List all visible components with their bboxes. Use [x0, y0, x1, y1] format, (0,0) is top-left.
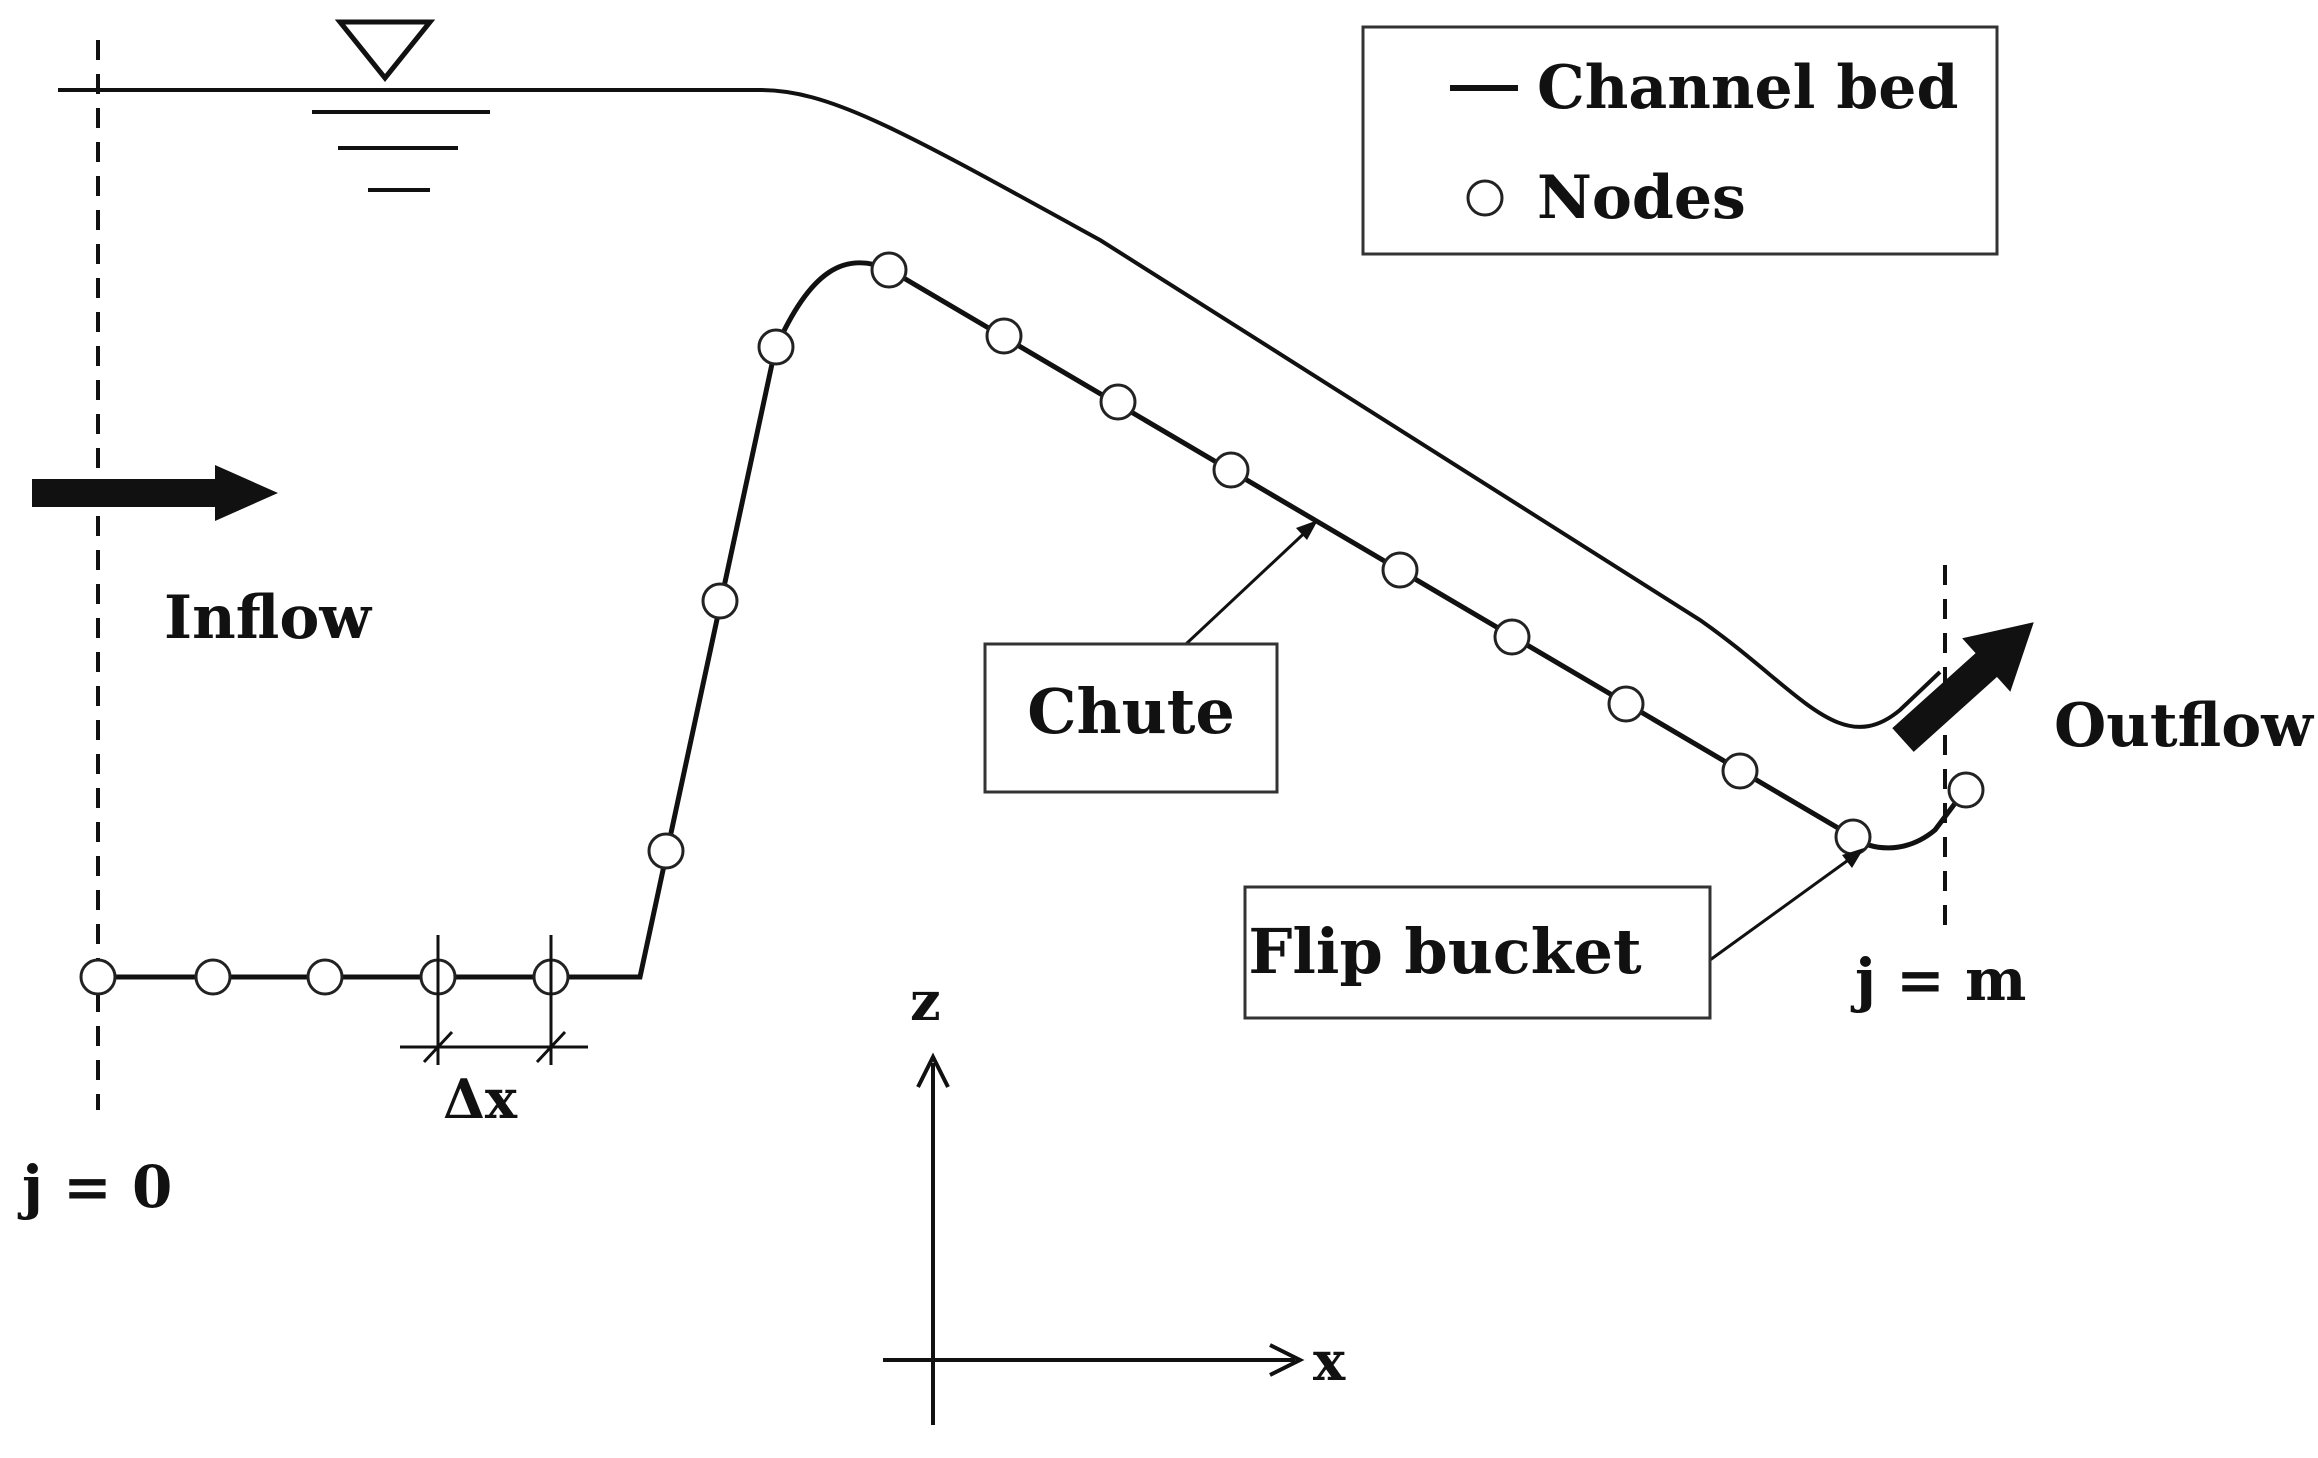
node-markers: [79, 251, 1985, 996]
outflow-label: Outflow: [2054, 691, 2314, 761]
water-surface-line: [58, 88, 1942, 729]
flip-bucket-callout-box: [1243, 885, 1712, 1020]
j-end-label: j = m: [1850, 946, 2026, 1014]
legend-box: [1361, 25, 1999, 256]
node-legend-marker-icon: [1466, 179, 1504, 217]
inflow-arrow-icon: [32, 465, 278, 521]
node: [1099, 383, 1137, 421]
inflow-label: Inflow: [164, 583, 372, 653]
channel-bed-line: [98, 260, 1967, 980]
legend-channel-bed-label: Channel bed: [1537, 53, 1958, 123]
legend-nodes-label: Nodes: [1537, 163, 1746, 233]
node: [1381, 551, 1419, 589]
flip-bucket-label: Flip bucket: [1248, 915, 1642, 988]
node: [757, 328, 795, 366]
chute-leader-line: [1184, 523, 1315, 646]
node: [985, 317, 1023, 355]
node: [701, 582, 739, 620]
node: [1493, 618, 1531, 656]
chute-callout-box: [983, 642, 1279, 794]
node: [1947, 771, 1985, 809]
flip-bucket-leader-line: [1709, 851, 1859, 962]
chute-leader-arrowhead: [1296, 520, 1318, 540]
node: [1607, 685, 1645, 723]
j-start-label: j = 0: [17, 1153, 172, 1221]
legend: Channel bed Nodes: [1361, 25, 1999, 256]
chute-label: Chute: [1027, 675, 1235, 748]
water-surface-marker-icon: [312, 19, 490, 192]
node: [870, 251, 908, 289]
node: [1721, 752, 1759, 790]
node: [1212, 451, 1250, 489]
dx-dimension: [400, 935, 588, 1065]
node: [194, 958, 232, 996]
node: [647, 832, 685, 870]
axis-z-label: z: [910, 969, 941, 1033]
outflow-arrow-icon: [1892, 622, 2034, 752]
dx-label: Δx: [443, 1067, 518, 1131]
coordinate-axes: [883, 1052, 1305, 1425]
node: [306, 958, 344, 996]
node: [1834, 818, 1872, 856]
node: [79, 958, 117, 996]
flip-bucket-leader-arrowhead: [1842, 848, 1864, 868]
axis-x-label: x: [1313, 1329, 1346, 1393]
